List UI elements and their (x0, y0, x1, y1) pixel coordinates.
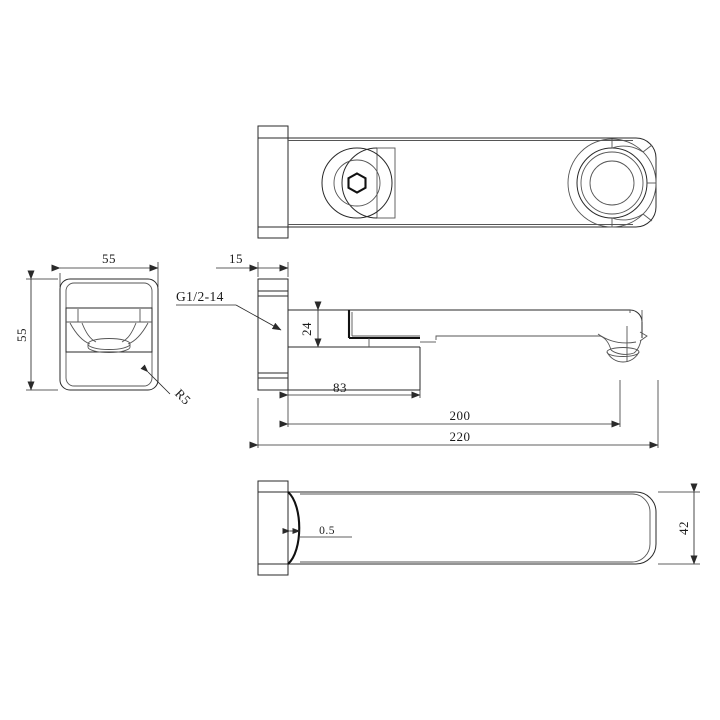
dim-spout-height-text: 24 (299, 322, 314, 336)
dim-projection-text: 200 (450, 408, 471, 423)
side-view-body (288, 310, 642, 390)
top-view-aerator (567, 138, 657, 228)
dim-wall-gap-text: 0.5 (319, 525, 335, 537)
front-flange-handle (66, 308, 152, 353)
dim-body-width-text: 42 (676, 521, 691, 535)
side-view: G1/2-14 15 24 83 200 (176, 251, 659, 449)
dim-flange-height-text: 55 (14, 328, 29, 342)
dim-flange-width-text: 55 (102, 251, 116, 266)
top-view-flange (258, 126, 288, 238)
top-view (258, 126, 656, 238)
dim-corner-radius-text: R5 (172, 386, 194, 408)
dim-overall-length-text: 220 (450, 429, 471, 444)
dim-body-length: 83 (279, 380, 421, 399)
side-view-flange (258, 279, 288, 390)
dim-flange-height: 55 (14, 270, 58, 391)
dim-flange-thickness: 15 (216, 251, 289, 277)
bottom-view-body (287, 491, 656, 565)
dim-flange-width: 55 (51, 251, 159, 287)
side-view-outlet (597, 310, 648, 363)
dim-corner-radius: R5 (140, 364, 194, 408)
bottom-view: 0.5 42 (258, 481, 700, 575)
front-flange-view: 55 55 R5 (14, 251, 194, 408)
top-view-handle-boss (322, 148, 396, 218)
label-thread-text: G1/2-14 (176, 289, 224, 304)
dim-body-width: 42 (658, 483, 700, 565)
dim-flange-thickness-text: 15 (229, 251, 243, 266)
top-view-body (288, 138, 656, 227)
dim-projection: 200 (279, 380, 621, 428)
dim-body-length-text: 83 (333, 380, 347, 395)
label-thread: G1/2-14 (176, 289, 282, 331)
bottom-view-flange (258, 481, 288, 575)
dim-wall-gap: 0.5 (282, 525, 352, 538)
dim-overall-length: 220 (249, 380, 659, 449)
dim-spout-height: 24 (299, 301, 322, 348)
